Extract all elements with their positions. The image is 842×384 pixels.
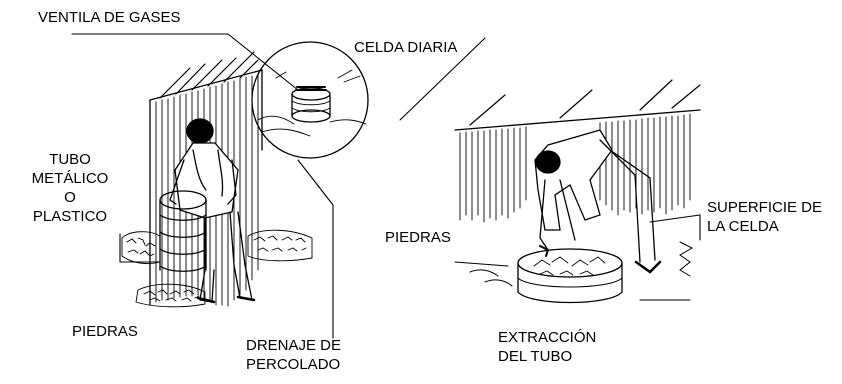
label-superficie-celda: SUPERFICIE DE LA CELDA (707, 199, 823, 235)
right-ground (454, 241, 694, 301)
label-piedras-right: PIEDRAS (385, 229, 451, 246)
label-celda-diaria: CELDA DIARIA (354, 39, 458, 56)
label-piedras-left: PIEDRAS (72, 323, 138, 340)
magnifier (251, 41, 369, 159)
right-pipe (517, 248, 623, 304)
label-drenaje-percolado: DRENAJE DE PERCOLADO (246, 337, 342, 373)
label-tubo-metalico: TUBO METÁLICO O PLASTICO (31, 151, 109, 225)
label-extraccion-tubo: EXTRACCIÓN DEL TUBO (498, 329, 597, 365)
left-pipe (159, 190, 207, 272)
leader-lines (71, 33, 701, 339)
left-worker (169, 118, 256, 304)
right-worker (534, 129, 662, 274)
label-ventila-gases: VENTILA DE GASES (38, 9, 181, 26)
